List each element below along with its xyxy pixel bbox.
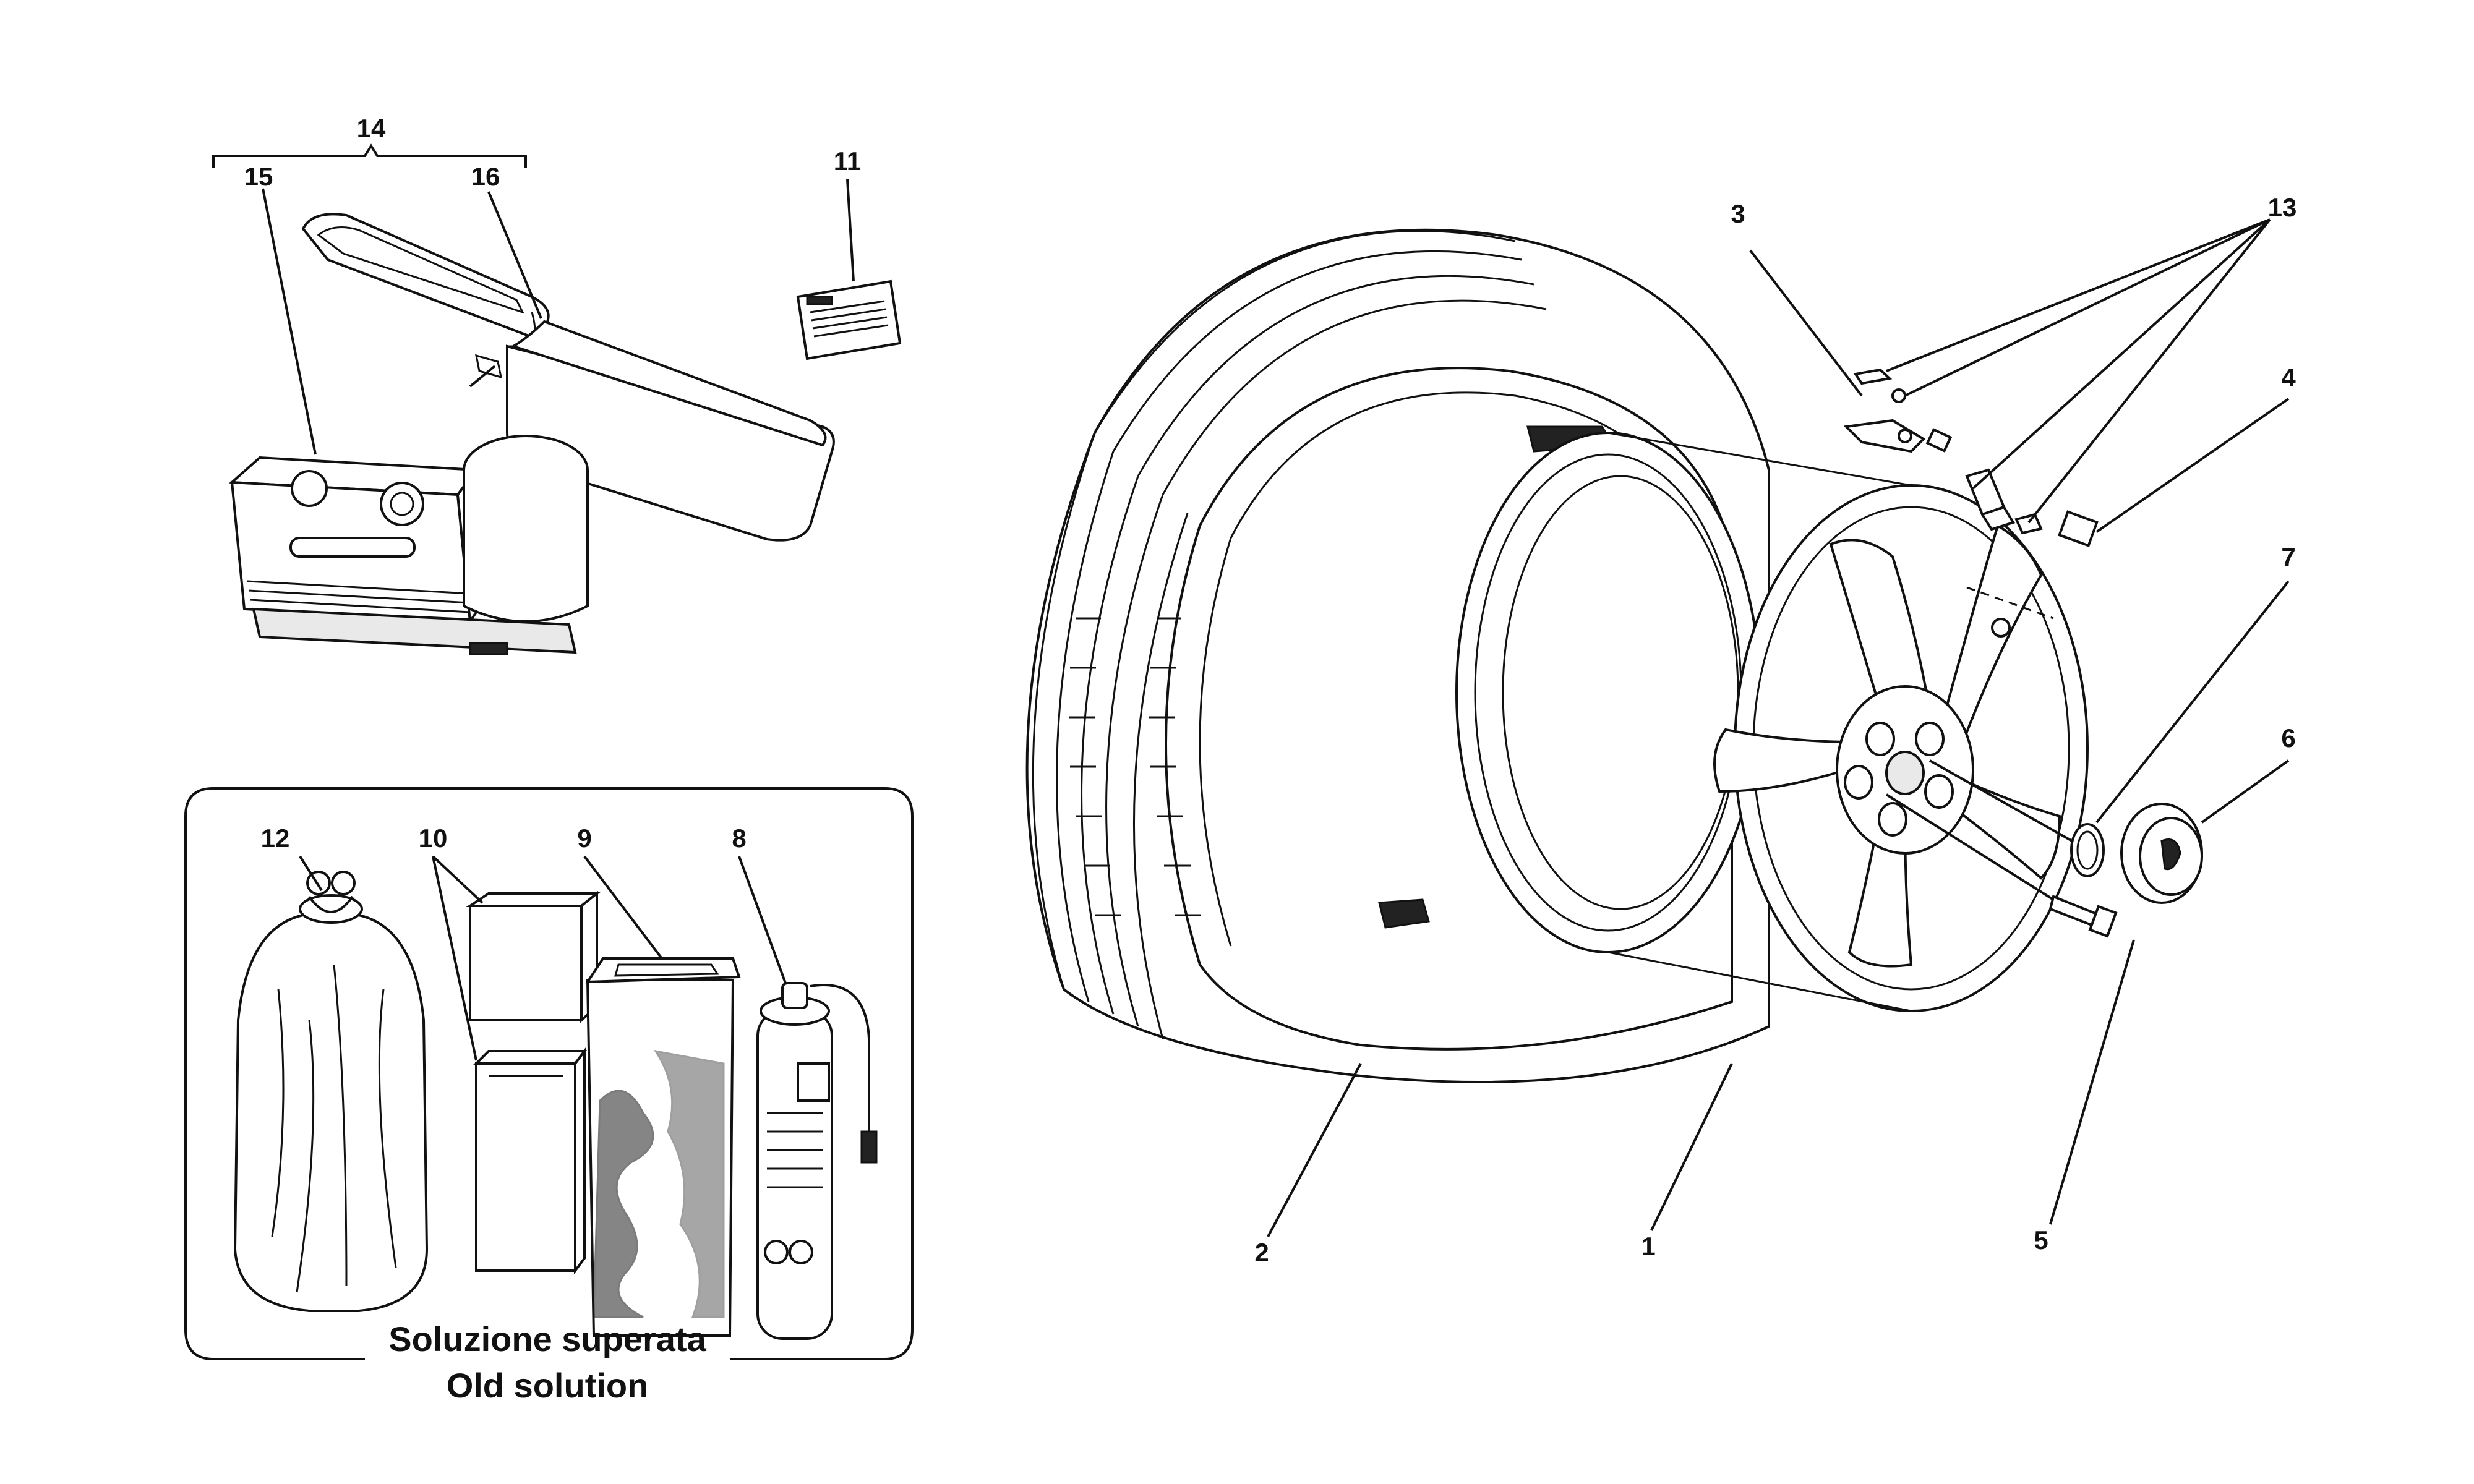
part-label-5: 5 bbox=[2034, 1226, 2048, 1255]
leader-16 bbox=[487, 191, 542, 319]
part-label-11: 11 bbox=[834, 147, 861, 176]
leader-10a bbox=[432, 855, 484, 904]
leader-9 bbox=[583, 855, 663, 960]
leader-2 bbox=[1267, 1063, 1362, 1237]
group-bracket-14 bbox=[212, 143, 527, 168]
sealant-container bbox=[466, 890, 601, 1274]
part-label-16: 16 bbox=[471, 162, 500, 191]
wheel-bolt bbox=[2048, 895, 2118, 938]
center-cap bbox=[2120, 803, 2203, 904]
part-label-9: 9 bbox=[577, 824, 591, 853]
inset-caption-italian: Soluzione superata bbox=[388, 1320, 706, 1358]
leader-7 bbox=[2095, 580, 2290, 824]
part-label-8: 8 bbox=[732, 824, 746, 853]
leader-13a bbox=[1886, 218, 2271, 372]
part-label-13: 13 bbox=[2268, 193, 2297, 222]
tool-bag bbox=[233, 871, 429, 1312]
leader-4 bbox=[2095, 398, 2290, 533]
axis-line-bolt bbox=[1885, 793, 2055, 901]
compressor-bag bbox=[301, 213, 835, 542]
part-label-15: 15 bbox=[244, 162, 273, 191]
inset-caption-english: Old solution bbox=[447, 1366, 649, 1405]
compressor-unit bbox=[229, 435, 589, 655]
part-label-14: 14 bbox=[357, 114, 386, 143]
leader-13b bbox=[1904, 218, 2271, 397]
leader-5 bbox=[2049, 939, 2135, 1225]
inflator-spray-can bbox=[756, 982, 878, 1340]
part-label-12: 12 bbox=[261, 824, 290, 853]
part-label-10: 10 bbox=[419, 824, 448, 853]
leader-10b bbox=[432, 856, 477, 1061]
wheel-rim bbox=[1455, 432, 2089, 1012]
leader-13c bbox=[1972, 218, 2271, 490]
leader-11 bbox=[846, 179, 855, 282]
leader-6 bbox=[2201, 759, 2290, 824]
inset-old-solution bbox=[184, 787, 914, 1360]
part-label-6: 6 bbox=[2281, 723, 2295, 753]
leader-13d bbox=[2027, 218, 2271, 524]
leader-15 bbox=[262, 188, 317, 455]
info-label-sticker bbox=[796, 279, 902, 360]
part-label-4: 4 bbox=[2281, 363, 2296, 392]
o-ring bbox=[2070, 823, 2105, 877]
part-label-7: 7 bbox=[2281, 542, 2295, 571]
part-label-1: 1 bbox=[1641, 1232, 1655, 1261]
leader-3 bbox=[1749, 249, 1863, 397]
compressor-kit-group bbox=[212, 143, 835, 655]
leader-1 bbox=[1650, 1063, 1733, 1231]
axis-line-o-ring bbox=[1929, 759, 2073, 842]
part-label-2: 2 bbox=[1254, 1238, 1269, 1267]
tpms-valve-assembly bbox=[1843, 368, 2099, 547]
inset-frame bbox=[184, 787, 914, 1360]
part-label-3: 3 bbox=[1731, 199, 1745, 228]
sealant-pouch bbox=[585, 957, 741, 1337]
leader-8 bbox=[738, 856, 787, 984]
leader-12 bbox=[299, 855, 323, 892]
